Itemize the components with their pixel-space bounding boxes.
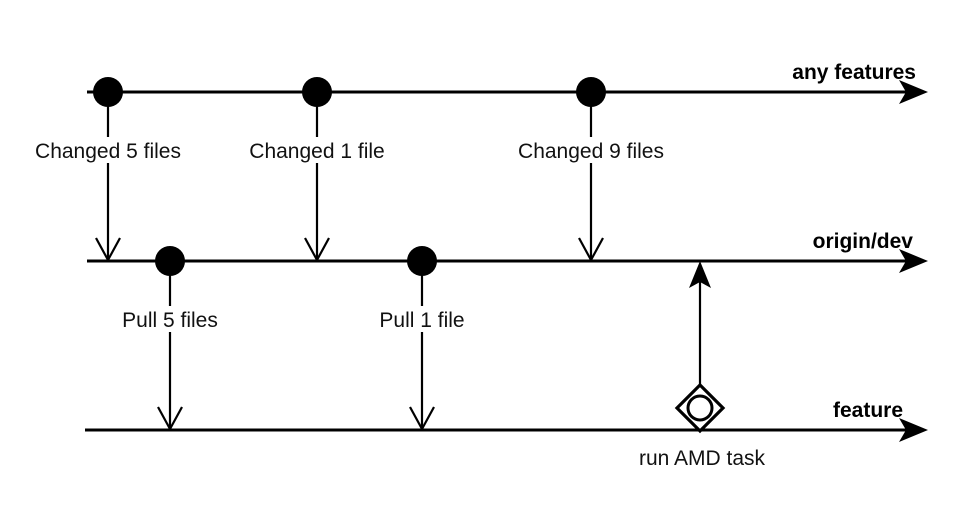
lane-label-feature: feature bbox=[833, 399, 903, 422]
flow-pull-1-file[interactable]: Pull 1 file bbox=[371, 261, 474, 432]
flow-arrowhead-changed-9-files bbox=[578, 237, 604, 263]
flow-label-bg-changed-1-file bbox=[240, 137, 395, 163]
commit-dot-pull-1-file[interactable] bbox=[407, 246, 437, 276]
lane-arrowhead-feature bbox=[899, 418, 928, 442]
lane-label-origin-dev: origin/dev bbox=[813, 230, 914, 253]
commit-dot-changed-9-files[interactable] bbox=[576, 77, 606, 107]
flow-arrowhead-changed-1-file bbox=[304, 237, 330, 263]
flow-pull-5-files[interactable]: Pull 5 files bbox=[112, 261, 229, 432]
task-label-run-amd-task: run AMD task bbox=[639, 447, 766, 470]
lane-origin-dev: origin/dev bbox=[87, 230, 928, 273]
flow-label-bg-changed-5-files bbox=[24, 137, 192, 163]
flow-arrowhead-pull-1-file bbox=[409, 406, 435, 432]
commit-dot-changed-1-file[interactable] bbox=[302, 77, 332, 107]
flow-arrowhead-changed-5-files bbox=[95, 237, 121, 263]
lane-arrowhead-origin-dev bbox=[899, 249, 928, 273]
task-circle-icon bbox=[686, 394, 714, 422]
lane-arrowhead-any-features bbox=[899, 80, 928, 104]
flow-arrowhead-run-amd-task bbox=[689, 261, 711, 288]
flow-changed-5-files[interactable]: Changed 5 files bbox=[24, 92, 192, 263]
commit-dots-origin-dev bbox=[155, 246, 437, 276]
lane-label-any-features: any features bbox=[792, 61, 916, 84]
flow-label-changed-1-file: Changed 1 file bbox=[249, 140, 384, 163]
flow-arrowhead-pull-5-files bbox=[157, 406, 183, 432]
flow-changed-1-file[interactable]: Changed 1 file bbox=[240, 92, 395, 263]
flow-label-pull-5-files: Pull 5 files bbox=[122, 309, 218, 332]
flow-label-bg-changed-9-files bbox=[507, 137, 675, 163]
flow-label-pull-1-file: Pull 1 file bbox=[379, 309, 464, 332]
run-amd-task-flow[interactable]: run AMD task bbox=[639, 261, 766, 470]
lane-feature: feature bbox=[85, 399, 928, 442]
flow-label-changed-5-files: Changed 5 files bbox=[35, 140, 181, 163]
commit-dot-changed-5-files[interactable] bbox=[93, 77, 123, 107]
lane-any-features: any features bbox=[87, 61, 928, 104]
flow-label-bg-pull-5-files bbox=[112, 306, 229, 332]
flow-changed-9-files[interactable]: Changed 9 files bbox=[507, 92, 675, 263]
commit-dots-any-features bbox=[93, 77, 606, 107]
commit-dot-pull-5-files[interactable] bbox=[155, 246, 185, 276]
flow-label-bg-pull-1-file bbox=[371, 306, 474, 332]
flow-label-changed-9-files: Changed 9 files bbox=[518, 140, 664, 163]
